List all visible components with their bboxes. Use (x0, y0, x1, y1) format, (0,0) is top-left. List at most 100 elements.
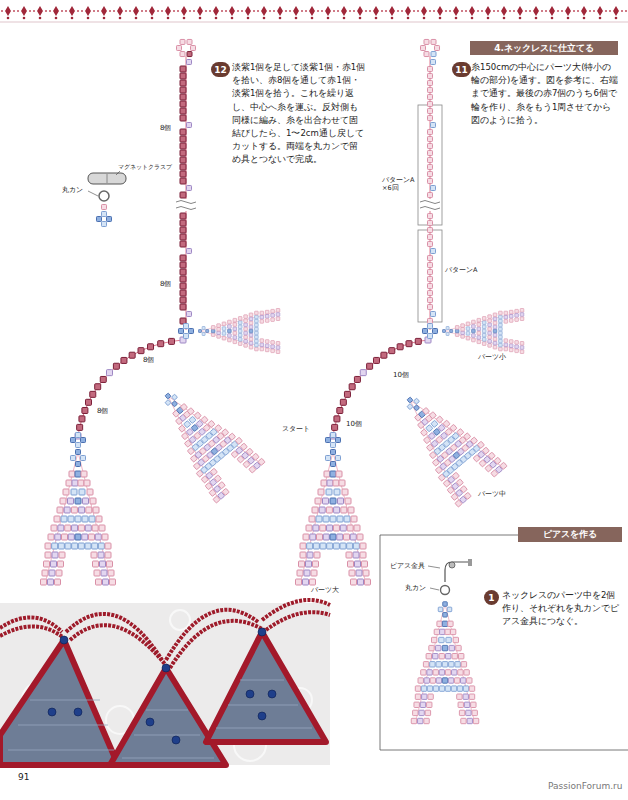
bead (180, 150, 186, 156)
bead (271, 341, 275, 345)
bead (180, 220, 186, 226)
bead (77, 424, 83, 430)
bead (428, 256, 433, 261)
bead (442, 662, 447, 667)
bead (365, 579, 371, 585)
bead (231, 451, 238, 458)
bead (309, 516, 315, 522)
bead (233, 327, 237, 331)
bead (75, 471, 81, 477)
bead (58, 525, 64, 531)
bead (424, 52, 429, 57)
bead (428, 179, 433, 184)
bead (330, 534, 336, 540)
bead (300, 543, 306, 549)
bead (333, 543, 339, 549)
bead (255, 331, 259, 335)
bead (515, 309, 519, 313)
bead (238, 317, 242, 321)
bead (244, 327, 248, 331)
bead (319, 507, 325, 513)
bead (427, 702, 432, 707)
bead (323, 516, 329, 522)
bead (222, 327, 226, 331)
part-large (41, 450, 116, 586)
bead (456, 479, 463, 486)
bead (419, 710, 424, 715)
bead (428, 324, 433, 329)
bead (129, 352, 135, 358)
bead (466, 336, 470, 340)
part-name: ピアス金具 (390, 562, 425, 571)
bead (304, 570, 310, 576)
bead (448, 678, 453, 683)
bead (78, 525, 84, 531)
bead (330, 516, 336, 522)
bead (180, 297, 186, 303)
bead (504, 347, 508, 351)
bead (428, 277, 433, 282)
thread (416, 604, 474, 719)
bead (201, 416, 208, 423)
bead (222, 336, 226, 340)
bead (446, 654, 451, 659)
bead (433, 686, 438, 691)
bead (98, 552, 104, 558)
bead (428, 137, 433, 142)
bead (482, 325, 486, 329)
bead (429, 412, 436, 419)
bead (249, 321, 253, 325)
bead (255, 339, 259, 343)
bead (509, 315, 513, 319)
bead (265, 310, 269, 314)
bead (446, 327, 449, 330)
part-medium (142, 374, 265, 503)
bead (249, 313, 253, 317)
bead (187, 249, 192, 254)
bead (347, 525, 353, 531)
junction-beads (179, 324, 194, 339)
bead (45, 552, 51, 558)
bead (110, 579, 116, 585)
bead (397, 344, 403, 350)
bead (214, 475, 221, 482)
bead (45, 543, 51, 549)
thread (333, 340, 428, 436)
bead (72, 525, 78, 531)
bead (450, 424, 457, 431)
bead (334, 416, 340, 422)
bead (81, 438, 86, 443)
bead (491, 470, 498, 477)
bead (509, 340, 513, 344)
bead (51, 525, 57, 531)
bead (420, 429, 427, 436)
bead (420, 702, 425, 707)
bead (41, 579, 47, 585)
bead (244, 344, 248, 348)
part-medium (384, 378, 507, 507)
break-mark (176, 201, 196, 210)
bead (461, 662, 466, 667)
bead (191, 46, 196, 51)
bead (233, 336, 237, 340)
bead (431, 39, 436, 44)
bead (471, 702, 476, 707)
bead (86, 399, 92, 405)
bead (428, 109, 433, 114)
bead (138, 348, 144, 354)
bead (54, 516, 60, 522)
bead (105, 552, 111, 558)
bead (477, 327, 481, 331)
bead (336, 438, 341, 443)
bead (87, 489, 93, 495)
bead (373, 357, 379, 363)
bead (340, 399, 346, 405)
bead (488, 315, 492, 319)
bead (315, 498, 321, 504)
bead (493, 337, 497, 341)
bead (75, 516, 81, 522)
callout-text: 1 (488, 593, 494, 603)
bead (451, 686, 456, 691)
bead (482, 342, 486, 346)
bead (179, 329, 184, 334)
